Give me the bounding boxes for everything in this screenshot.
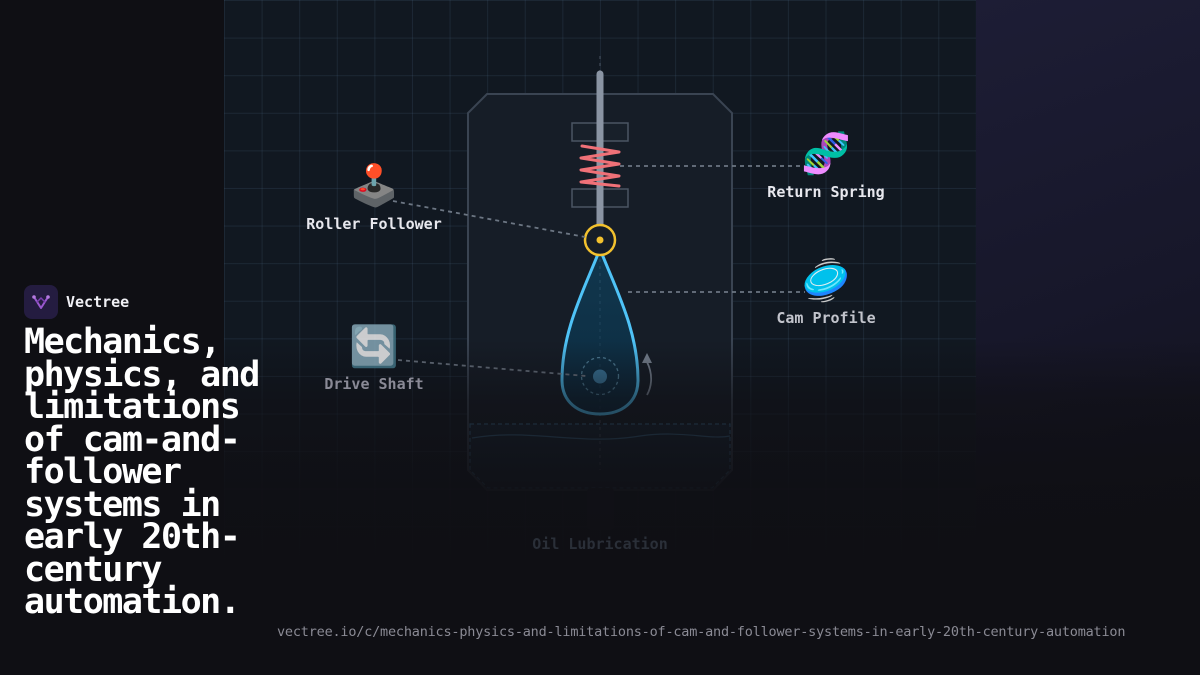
drive-shaft-hub: [593, 369, 607, 384]
leader-roller-follower: [392, 200, 586, 238]
roller-axle: [596, 236, 604, 244]
page-title: Mechanics, physics, and limitations of c…: [24, 322, 260, 622]
roller-follower-label: Roller Follower: [306, 215, 442, 233]
flying-disc-icon: 🥏: [801, 258, 851, 304]
return-spring-coil: [579, 144, 621, 188]
page-url: vectree.io/c/mechanics-physics-and-limit…: [277, 624, 1126, 640]
oil-can-icon: [587, 488, 614, 530]
joystick-icon: 🕹️: [349, 163, 399, 209]
return-spring-label: Return Spring: [767, 183, 885, 201]
oil-lubrication-label: Oil Lubrication: [532, 535, 668, 553]
cam-profile-label: Cam Profile: [776, 309, 876, 327]
drive-shaft-label: Drive Shaft: [324, 375, 424, 393]
brand-name: Vectree: [66, 293, 130, 311]
brand: Vectree: [24, 285, 129, 319]
dna-icon: 🧬: [801, 131, 851, 177]
vectree-logo-icon: [24, 285, 58, 319]
rotate-arrows-icon: 🔄: [349, 324, 399, 370]
